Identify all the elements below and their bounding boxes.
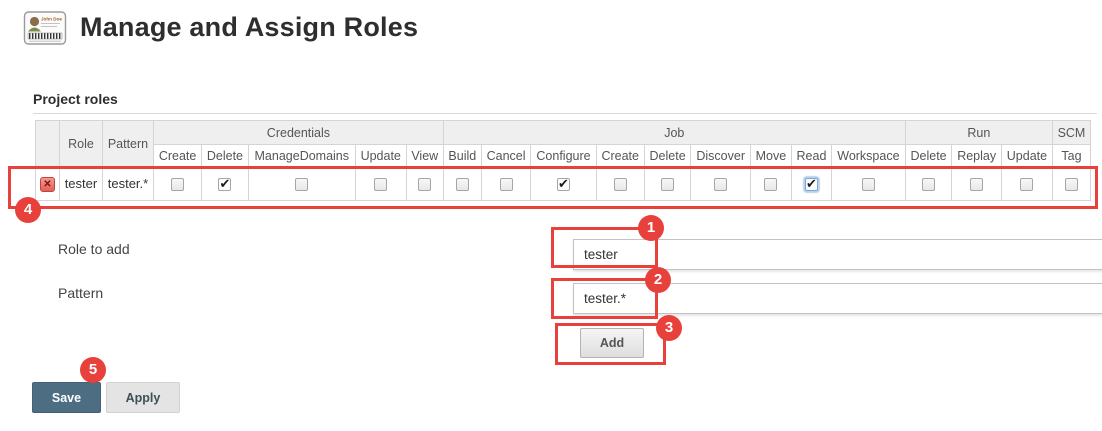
perm-cell [247,166,356,201]
apply-button[interactable]: Apply [106,382,180,413]
perm-cell [831,166,906,201]
checkbox-job-read[interactable] [804,176,818,192]
perm-cell [951,166,1002,201]
role-name-cell: tester [59,166,103,201]
checkbox-credentials-view[interactable] [418,178,432,192]
perm-group-header-run: Run [904,120,1053,145]
perm-header-job-discover: Discover [690,144,751,167]
save-button[interactable]: Save [32,382,101,413]
checkbox-job-configure[interactable] [557,176,571,192]
checkbox-run-replay[interactable] [970,178,984,192]
perm-header-job-move: Move [749,144,792,167]
corner-header-role: Role [59,120,103,167]
checkbox-credentials-managedomains[interactable] [295,178,309,192]
role-pattern-cell: tester.* [101,166,155,201]
page-title: Manage and Assign Roles [80,12,419,42]
perm-header-job-build: Build [442,144,482,167]
perm-header-job-read: Read [790,144,833,167]
perm-header-run-replay: Replay [951,144,1002,167]
perm-header-scm-tag: Tag [1051,144,1092,167]
delete-role-icon[interactable]: ✕ [40,177,55,192]
perm-cell [480,166,532,201]
pattern-input[interactable] [573,283,1102,314]
perm-cell [530,166,597,201]
perm-cell [690,166,751,201]
perm-header-credentials-delete: Delete [201,144,249,167]
perm-cell [643,166,692,201]
perm-cell [749,166,792,201]
perm-cell [595,166,645,201]
pattern-label: Pattern [58,285,104,301]
svg-text:John Doe: John Doe [41,17,62,22]
perm-cell [405,166,444,201]
perm-header-job-delete: Delete [643,144,692,167]
perm-cell [442,166,482,201]
checkbox-job-cancel[interactable] [499,178,513,192]
perm-cell [904,166,953,201]
perm-cell [790,166,833,201]
corner-header-pattern: Pattern [101,120,155,167]
checkbox-job-discover[interactable] [714,178,728,192]
perm-header-run-update: Update [1000,144,1053,167]
perm-header-job-workspace: Workspace [831,144,906,167]
checkbox-credentials-create[interactable] [171,178,185,192]
checkbox-run-delete[interactable] [922,178,936,192]
perm-header-credentials-update: Update [354,144,407,167]
perm-header-job-create: Create [595,144,645,167]
project-roles-section-label: Project roles [33,91,1097,114]
perm-cell [354,166,407,201]
annotation-badge-3: 3 [656,315,682,341]
perm-header-credentials-managedomains: ManageDomains [247,144,356,167]
user-id-card-icon: John Doe [23,9,67,53]
annotation-badge-5: 5 [80,357,106,383]
perm-header-job-cancel: Cancel [480,144,532,167]
annotation-badge-2: 2 [645,267,671,293]
checkbox-job-create[interactable] [613,178,627,192]
role-to-add-label: Role to add [58,241,130,257]
add-button[interactable]: Add [580,328,644,358]
checkbox-credentials-update[interactable] [374,178,388,192]
delete-role-cell: ✕ [35,166,60,201]
perm-cell [153,166,203,201]
annotation-badge-1: 1 [638,215,664,241]
perm-group-header-job: Job [442,120,906,145]
checkbox-job-move[interactable] [764,178,778,192]
checkbox-job-workspace[interactable] [861,178,875,192]
perm-header-credentials-view: View [405,144,444,167]
perm-cell [201,166,249,201]
checkbox-scm-tag[interactable] [1064,178,1078,192]
perm-group-header-credentials: Credentials [153,120,444,145]
annotation-badge-4: 4 [15,197,41,223]
perm-cell [1051,166,1092,201]
perm-header-run-delete: Delete [904,144,953,167]
icon-column-header [35,120,60,167]
checkbox-job-build[interactable] [455,178,469,192]
checkbox-job-delete[interactable] [661,178,675,192]
perm-header-credentials-create: Create [153,144,203,167]
checkbox-run-update[interactable] [1020,178,1034,192]
role-to-add-input[interactable] [573,239,1102,270]
perm-cell [1000,166,1053,201]
perm-group-header-scm: SCM [1051,120,1092,145]
checkbox-credentials-delete[interactable] [218,176,232,192]
perm-header-job-configure: Configure [530,144,597,167]
